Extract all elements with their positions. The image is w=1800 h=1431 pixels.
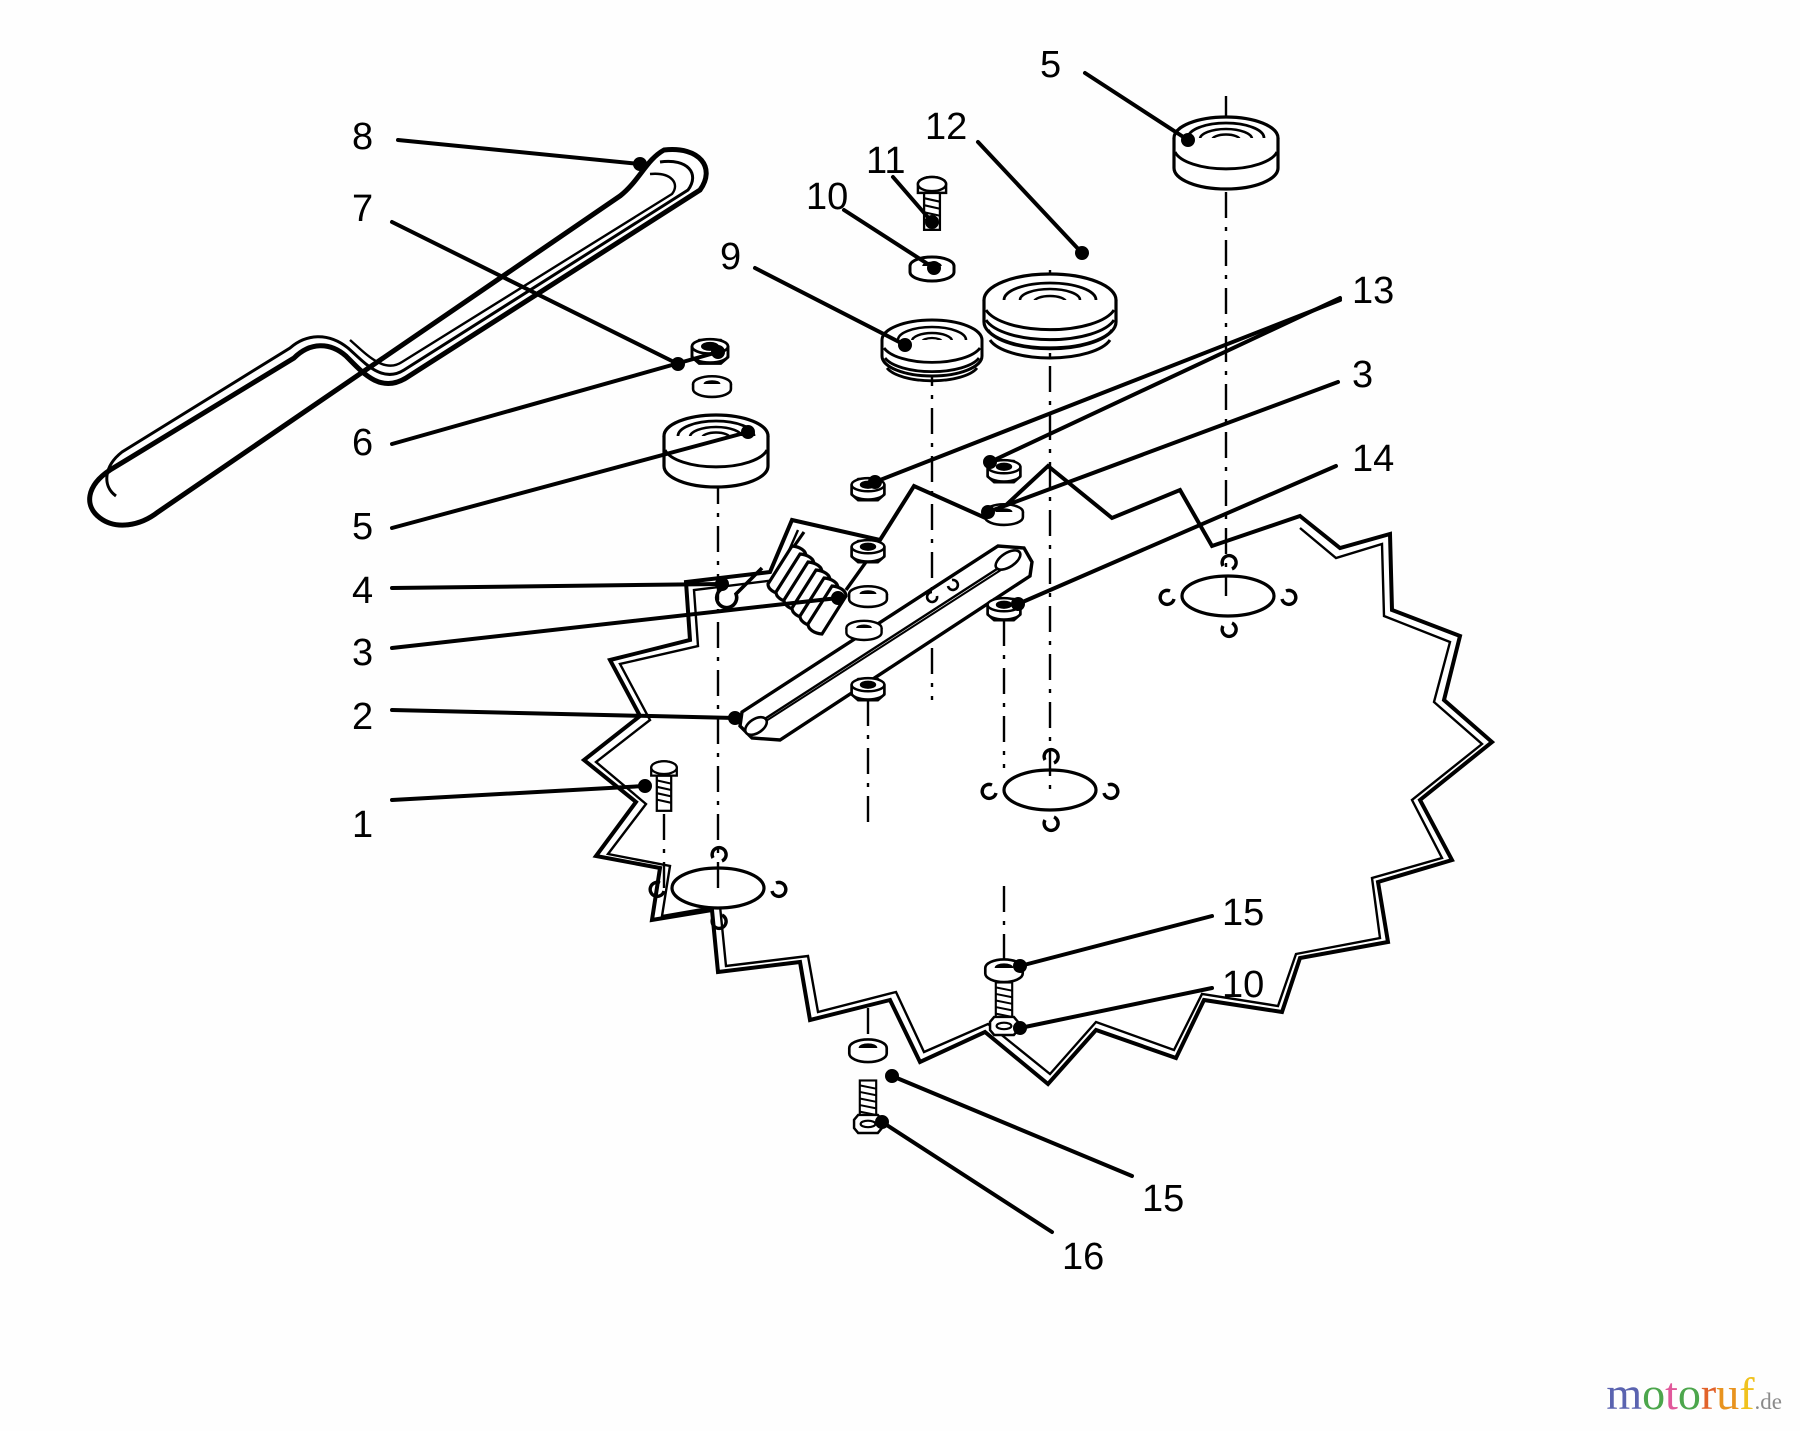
- leader-endpoint-11: [925, 215, 939, 229]
- watermark-letter-o: o: [1677, 1368, 1701, 1419]
- leader-endpoint-15: [1013, 959, 1027, 973]
- leader-endpoint-10: [1013, 1021, 1027, 1035]
- idler-pulley-top-graphic: [1172, 115, 1280, 191]
- washer-left-graphic: [847, 584, 889, 609]
- leader-endpoint-3: [831, 591, 845, 605]
- callout-number-9-c9[interactable]: 9: [720, 236, 742, 278]
- leader-line-10: [842, 208, 936, 270]
- lock-nut-left-lower: [850, 676, 886, 702]
- callout-number-1-c1[interactable]: 1: [352, 804, 374, 846]
- leader-line-3: [986, 380, 1340, 514]
- watermark-letter-t: t: [1665, 1368, 1678, 1419]
- watermark-letter-r: r: [1700, 1368, 1717, 1419]
- leader-line-13: [988, 296, 1342, 464]
- callout-number-10-c10b[interactable]: 10: [1222, 964, 1265, 1006]
- idler-arm-bracket-graphic: [738, 544, 1034, 742]
- callout-number-6-c6[interactable]: 6: [352, 422, 374, 464]
- lock-washer-bottom-graphic: [847, 1038, 889, 1064]
- leader-endpoint-1: [638, 779, 652, 793]
- motoruf-watermark: motoruf.de: [1606, 1371, 1782, 1417]
- callout-number-5-c5b[interactable]: 5: [352, 506, 374, 548]
- carriage-bolt-graphic: [650, 760, 678, 812]
- drive-belt-graphic: [87, 147, 709, 528]
- callout-number-3-c3b[interactable]: 3: [1352, 354, 1374, 396]
- callout-number-15-c15b[interactable]: 15: [1142, 1178, 1185, 1220]
- leader-line-10: [1018, 986, 1214, 1030]
- watermark-letter-u: u: [1716, 1368, 1740, 1419]
- leader-line-2: [390, 708, 737, 720]
- callout-number-5-c5a[interactable]: 5: [1040, 44, 1062, 86]
- leader-endpoint-5: [741, 425, 755, 439]
- watermark-letter-f: f: [1739, 1368, 1755, 1419]
- leader-endpoint-9: [898, 338, 912, 352]
- leader-endpoint-13: [983, 455, 997, 469]
- callout-number-10-c10a[interactable]: 10: [806, 176, 849, 218]
- leader-line-5: [390, 430, 750, 530]
- watermark-suffix: .de: [1754, 1389, 1782, 1414]
- double-groove-pulley-graphic: [982, 272, 1118, 360]
- callout-number-16-c16[interactable]: 16: [1062, 1236, 1105, 1278]
- extension-spring-graphic: [714, 531, 868, 636]
- callout-number-7-c7[interactable]: 7: [352, 188, 374, 230]
- leader-endpoint-16: [875, 1115, 889, 1129]
- callout-number-2-c2[interactable]: 2: [352, 696, 374, 738]
- leader-endpoint-4: [715, 577, 729, 591]
- leader-line-12: [976, 140, 1084, 255]
- leader-endpoint-8: [633, 157, 647, 171]
- leader-line-c13b: [873, 298, 1342, 484]
- leader-line-15: [1018, 914, 1214, 968]
- leader-line-9: [753, 266, 907, 347]
- single-groove-pulley-graphic: [880, 318, 984, 383]
- callout-number-4-c4[interactable]: 4: [352, 570, 374, 612]
- leader-endpoint-c13b: [868, 475, 882, 489]
- callout-number-14-c14[interactable]: 14: [1352, 438, 1395, 480]
- leader-endpoint-6: [711, 345, 725, 359]
- leader-line-11: [891, 175, 934, 224]
- callout-number-8-c8[interactable]: 8: [352, 116, 374, 158]
- callout-number-15-c15a[interactable]: 15: [1222, 892, 1265, 934]
- lock-nut-left-mid: [850, 538, 886, 564]
- callout-number-11-c11[interactable]: 11: [866, 140, 906, 182]
- leader-endpoint-14: [1011, 597, 1025, 611]
- callout-number-3-c3a[interactable]: 3: [352, 632, 374, 674]
- callout-number-12-c12[interactable]: 12: [925, 106, 968, 148]
- leader-endpoint-5: [1181, 133, 1195, 147]
- leader-line-15: [890, 1074, 1134, 1178]
- leader-endpoint-10: [927, 261, 941, 275]
- callout-leader-lines: [390, 71, 1342, 1234]
- leader-line-1: [390, 784, 647, 802]
- leader-line-3: [390, 596, 840, 650]
- leader-line-6: [390, 350, 720, 446]
- callout-number-13-c13[interactable]: 13: [1352, 270, 1395, 312]
- leader-line-4: [390, 582, 724, 590]
- watermark-letter-m: m: [1606, 1368, 1643, 1419]
- leader-line-7: [390, 220, 680, 366]
- leader-line-16: [880, 1120, 1054, 1234]
- belt-guide-washer-graphic: [691, 374, 733, 399]
- watermark-letter-o: o: [1642, 1368, 1666, 1419]
- leader-endpoint-12: [1075, 246, 1089, 260]
- leader-endpoint-2: [728, 711, 742, 725]
- leader-line-5: [1083, 71, 1190, 142]
- leader-endpoint-3: [981, 505, 995, 519]
- washer-left-lower: [845, 619, 883, 642]
- leader-endpoint-15: [885, 1069, 899, 1083]
- leader-line-8: [396, 138, 642, 166]
- leader-line-14: [1016, 464, 1338, 606]
